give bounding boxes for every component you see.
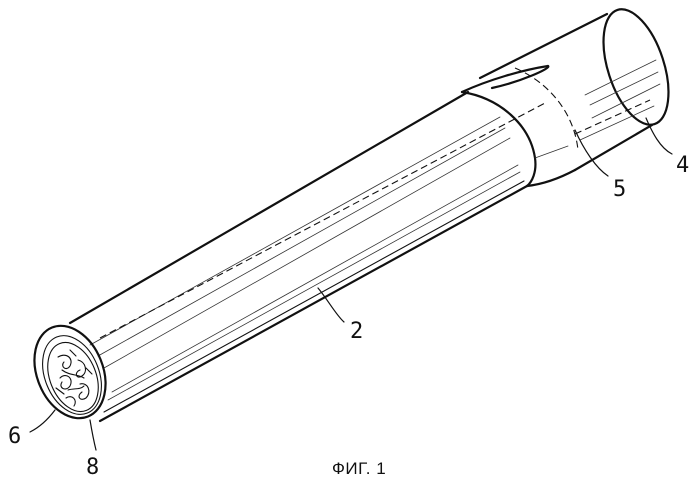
ref-label-8: 8 xyxy=(86,455,99,480)
ref-label-5: 5 xyxy=(613,177,626,202)
end-cap xyxy=(480,1,681,170)
figure-caption: ФИГ. 1 xyxy=(332,459,386,478)
ref-label-6: 6 xyxy=(8,424,21,449)
leader-4 xyxy=(646,118,672,154)
filler-texture xyxy=(56,350,92,406)
ref-label-4: 4 xyxy=(676,153,689,178)
ref-label-2: 2 xyxy=(350,319,363,344)
leader-8 xyxy=(90,420,96,450)
rod-body xyxy=(70,92,545,421)
leader-6 xyxy=(30,410,55,432)
sleeve xyxy=(462,66,578,186)
